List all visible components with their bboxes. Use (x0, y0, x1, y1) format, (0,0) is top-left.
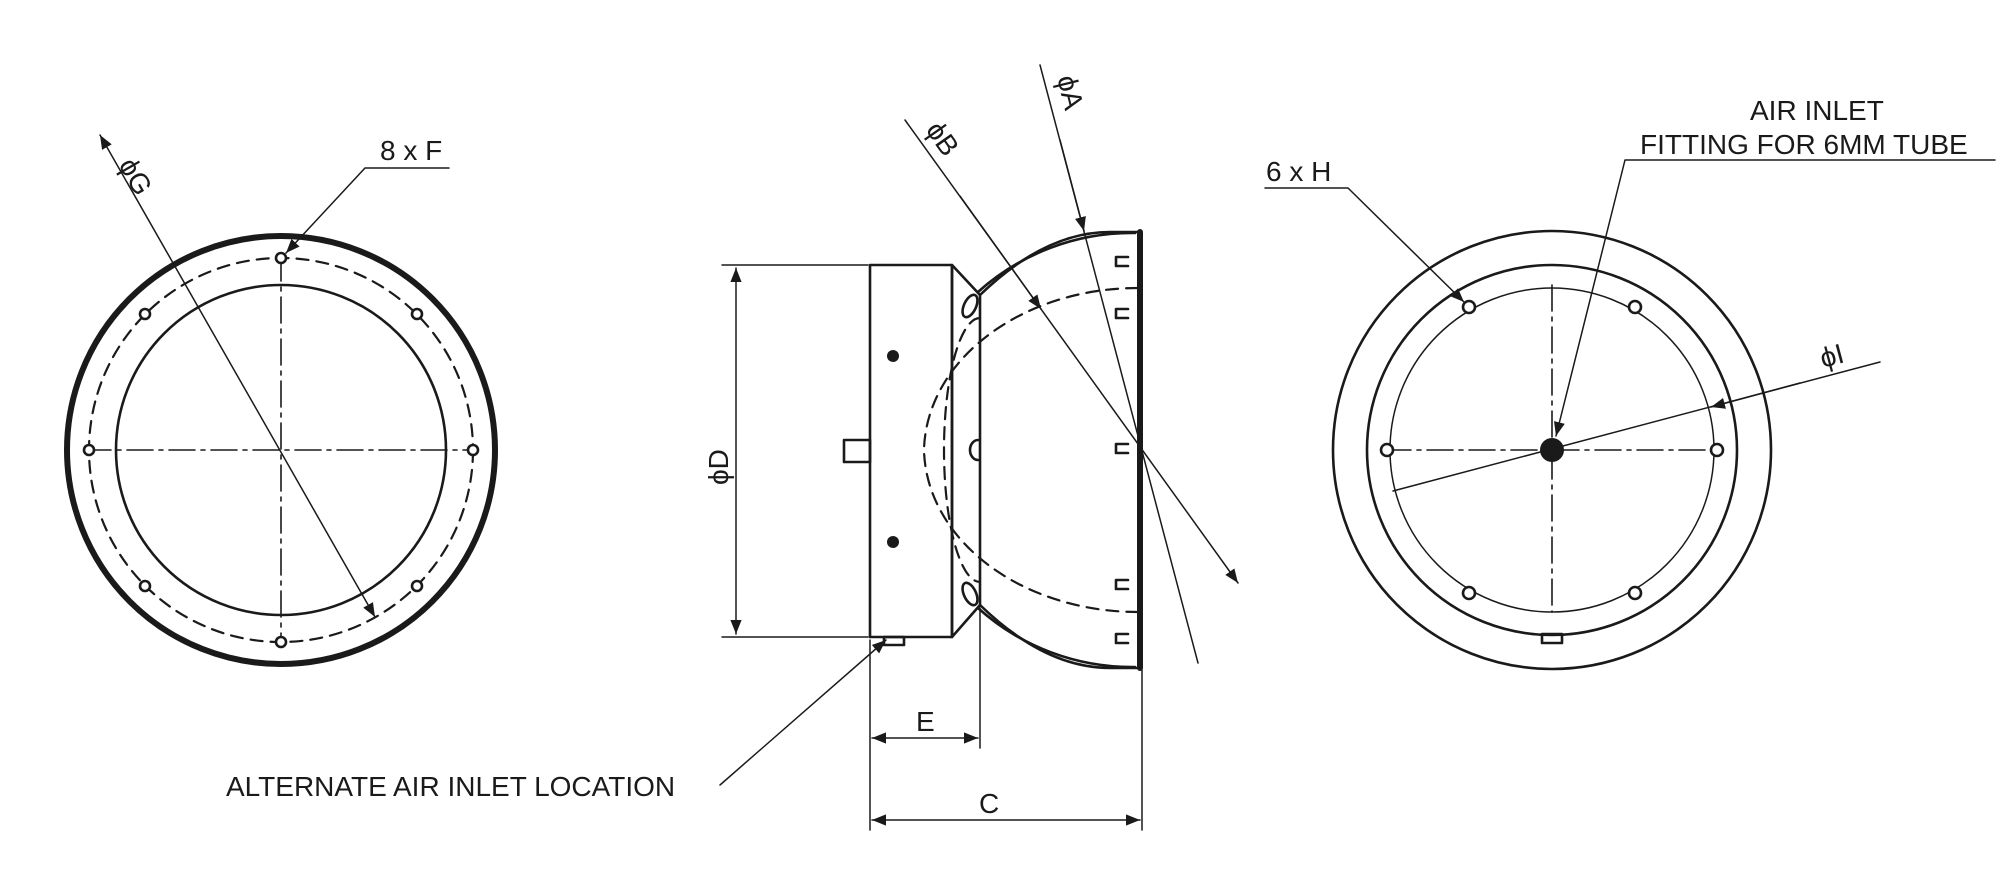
mount-hole (410, 307, 424, 321)
mount-hole (1627, 585, 1643, 601)
mount-hole (410, 579, 424, 593)
side-connector (842, 438, 872, 464)
right-mount-holes (1379, 299, 1725, 601)
holes-h-leader (1264, 187, 1465, 303)
side-chamfer-oval (961, 293, 979, 319)
mount-hole (1461, 585, 1477, 601)
dia-a-arrow-top (1059, 139, 1086, 232)
led-slot (1114, 442, 1130, 455)
dia-i-label: ϕI (1817, 338, 1848, 374)
dia-a-label: ϕA (1051, 72, 1089, 113)
right-air-inlet-fitting (1540, 438, 1564, 462)
mount-hole (1379, 442, 1395, 458)
side-center-notch (968, 438, 980, 462)
side-view: ϕD E C ϕB ϕA ALTERNATE AIR INLET LOCATIO… (226, 64, 1239, 831)
air-inlet-label-line1: AIR INLET (1750, 95, 1884, 126)
right-rear-view: 6 x H AIR INLET FITTING FOR 6MM TUBE ϕI (1264, 95, 1996, 671)
mount-hole (274, 251, 288, 265)
dia-g-dimension-line (99, 134, 376, 618)
side-body-hole (887, 350, 899, 362)
led-slot (1114, 307, 1130, 320)
dia-d-label: ϕD (703, 449, 734, 485)
dia-i-dimension-line (1392, 361, 1881, 492)
side-dome-arc-lower (976, 606, 1137, 669)
holes-f-leader (285, 167, 450, 254)
dia-b-arrow-top (959, 195, 1042, 310)
right-outer-ring (1331, 229, 1773, 671)
mount-hole (138, 579, 152, 593)
mount-hole (274, 635, 288, 649)
mount-hole (1709, 442, 1725, 458)
side-body-hole (887, 536, 899, 548)
mount-hole (138, 307, 152, 321)
mount-hole (1627, 299, 1643, 315)
side-hidden-sphere (922, 286, 1140, 614)
led-slot (1114, 632, 1130, 645)
mount-hole (1461, 299, 1477, 315)
side-chamfer-edge (951, 264, 981, 296)
dim-c-label: C (979, 788, 999, 819)
led-slot (1114, 578, 1130, 591)
side-alt-inlet-nub (882, 635, 906, 647)
dia-i-arrow (1710, 382, 1801, 409)
mount-hole (466, 443, 480, 457)
holes-h-label: 6 x H (1266, 156, 1331, 187)
side-hidden-ring (942, 316, 982, 584)
alt-inlet-label: ALTERNATE AIR INLET LOCATION (226, 771, 675, 802)
side-base-body (868, 263, 954, 639)
dia-b-label: ϕB (920, 116, 965, 162)
holes-f-label: 8 x F (380, 135, 442, 166)
alt-inlet-leader (719, 639, 887, 786)
side-led-slots (1114, 255, 1130, 645)
right-bottom-nub (1540, 632, 1564, 645)
air-inlet-leader (1553, 159, 1996, 437)
air-inlet-label-line2: FITTING FOR 6MM TUBE (1640, 129, 1968, 160)
mount-hole (82, 443, 96, 457)
dim-e-label: E (916, 706, 935, 737)
side-dome-arc (976, 231, 1137, 294)
led-slot (1114, 255, 1130, 268)
dia-g-label: ϕG (113, 153, 159, 201)
side-chamfer-oval (961, 581, 979, 607)
left-front-view: ϕG 8 x F (64, 134, 498, 667)
